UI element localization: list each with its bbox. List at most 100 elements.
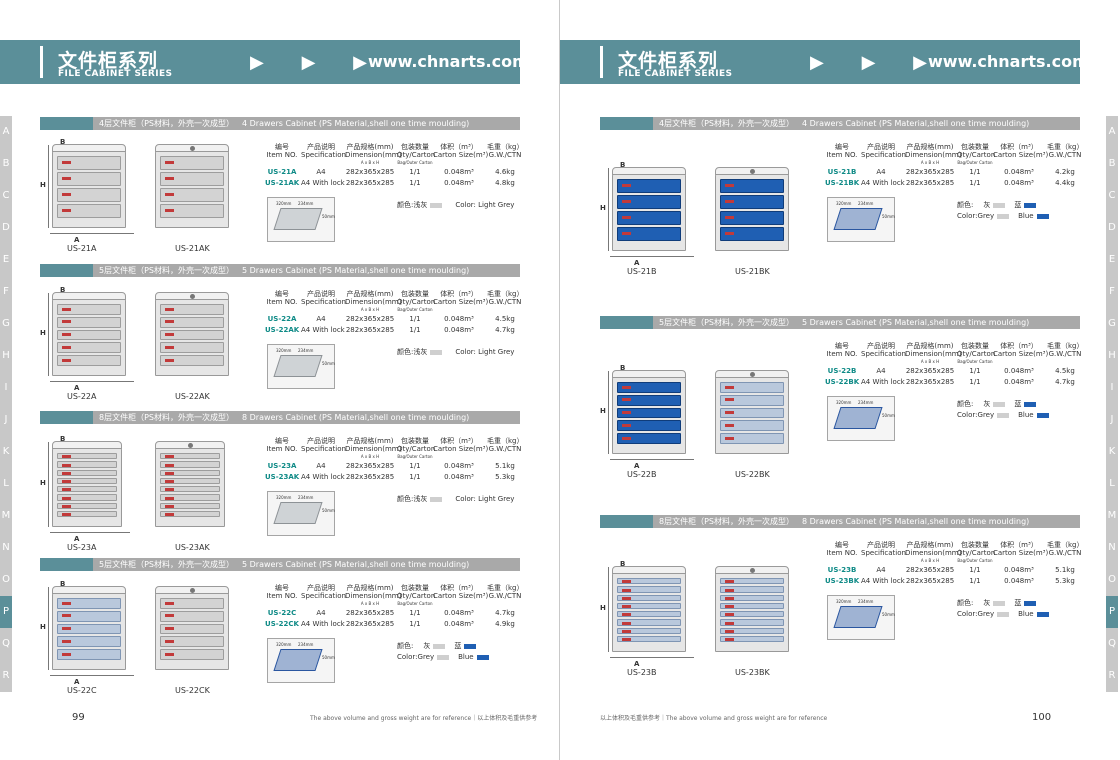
index-tab-o[interactable]: O [1106,564,1118,596]
tray-label-width: 320mm [836,201,852,206]
index-tab-i[interactable]: I [1106,372,1118,404]
index-tab-h[interactable]: H [0,340,12,372]
drawer-label [165,358,174,362]
cabinet-drawer [720,594,784,601]
drawer-label [165,614,174,618]
drawer-label [62,471,71,475]
header-spec-cn: 产品说明 [307,437,335,445]
cell-qty: 1/1 [409,462,421,470]
header-carton-cn: 体积（m³） [440,437,478,445]
cabinet-image-lock [715,167,789,251]
blue-swatch [476,654,489,660]
index-tab-f[interactable]: F [0,276,12,308]
cell-carton: 0.048m³ [1004,168,1034,176]
blue-swatch [1024,202,1037,208]
cabinet-drawer [617,195,681,209]
section-accent [40,264,93,277]
cabinet-drawer [617,627,681,634]
banner-title: 文件柜系列 [618,50,719,72]
drawer-label [165,652,174,656]
index-tab-g[interactable]: G [0,308,12,340]
section-title-bar: 5层文件柜（PS材料，外壳一次成型）5 Drawers Cabinet (PS … [40,264,520,277]
cabinet-drawer [160,502,220,509]
cabinet-drawer [160,355,224,366]
index-tab-n[interactable]: N [0,532,12,564]
index-tab-j[interactable]: J [0,404,12,436]
index-tab-e[interactable]: E [1106,244,1118,276]
index-tab-b[interactable]: B [1106,148,1118,180]
drawer-label [62,455,71,459]
dim-line-h [48,293,49,376]
cell-carton: 0.048m³ [1004,378,1034,386]
header-dim-sub: A x B x H [360,160,380,165]
color-grey-cn: 灰 [983,400,991,408]
index-tab-l[interactable]: L [1106,468,1118,500]
index-tab-q[interactable]: Q [1106,628,1118,660]
banner-arrows-icon: ▶ ▶ ▶ [810,52,943,73]
drawer-label [725,385,734,389]
cabinet-top [612,370,686,378]
index-tab-q[interactable]: Q [0,628,12,660]
model-name: US-21AK [175,244,210,253]
header-dim-cn: 产品规格(mm) [346,584,394,592]
cell-spec: A4 [316,168,326,176]
cabinet-drawer [57,510,117,517]
index-tab-l[interactable]: L [0,468,12,500]
drawer-label [62,504,71,508]
cabinet-drawer [720,382,784,393]
index-tab-d[interactable]: D [0,212,12,244]
index-tab-p[interactable]: P [1106,596,1118,628]
index-tab-j[interactable]: J [1106,404,1118,436]
index-tab-p[interactable]: P [0,596,12,628]
index-tab-r[interactable]: R [0,660,12,692]
lock-icon [750,169,755,174]
section-accent [600,117,653,130]
index-tab-a[interactable]: A [1106,116,1118,148]
index-tab-k[interactable]: K [1106,436,1118,468]
cell-item: US-22C [267,609,297,617]
header-qty-en: Qty/Carton [397,151,436,159]
cabinet-drawer [160,188,224,202]
cell-carton: 0.048m³ [1004,367,1034,375]
index-tab-n[interactable]: N [1106,532,1118,564]
index-tab-m[interactable]: M [1106,500,1118,532]
cabinet-drawer [720,227,784,241]
header-gw-cn: 毛重（kg） [487,290,524,298]
drawer-label [165,176,174,180]
index-tab-b[interactable]: B [0,148,12,180]
index-tab-g[interactable]: G [1106,308,1118,340]
header-dim-cn: 产品规格(mm) [906,541,954,549]
cabinet-image [52,292,126,376]
cabinet-drawer [617,635,681,642]
index-tab-e[interactable]: E [0,244,12,276]
index-tab-m[interactable]: M [0,500,12,532]
index-tab-k[interactable]: K [0,436,12,468]
index-tab-h[interactable]: H [1106,340,1118,372]
index-tab-d[interactable]: D [1106,212,1118,244]
cell-dim: 282x365x285 [345,326,395,334]
banner-title: 文件柜系列 [58,50,159,72]
section-title-bar: 8层文件柜（PS材料，外壳一次成型）8 Drawers Cabinet (PS … [600,515,1080,528]
index-tab-f[interactable]: F [1106,276,1118,308]
index-tab-c[interactable]: C [0,180,12,212]
cell-dim: 282x365x285 [905,367,955,375]
index-tab-a[interactable]: A [0,116,12,148]
header-qty-en: Qty/Carton [957,549,996,557]
index-tab-o[interactable]: O [0,564,12,596]
cell-dim: 282x365x285 [345,168,395,176]
color-light-grey-cn: 浅灰 [413,348,428,356]
index-tab-i[interactable]: I [0,372,12,404]
header-gw-en: G.W./CTN [488,151,522,159]
drawer-label [725,588,734,592]
header-qty-en: Qty/Carton [397,592,436,600]
cabinet-image [52,441,122,527]
index-tab-c[interactable]: C [1106,180,1118,212]
index-tab-r[interactable]: R [1106,660,1118,692]
cabinet-drawer [720,611,784,618]
drawer-label [622,580,631,584]
